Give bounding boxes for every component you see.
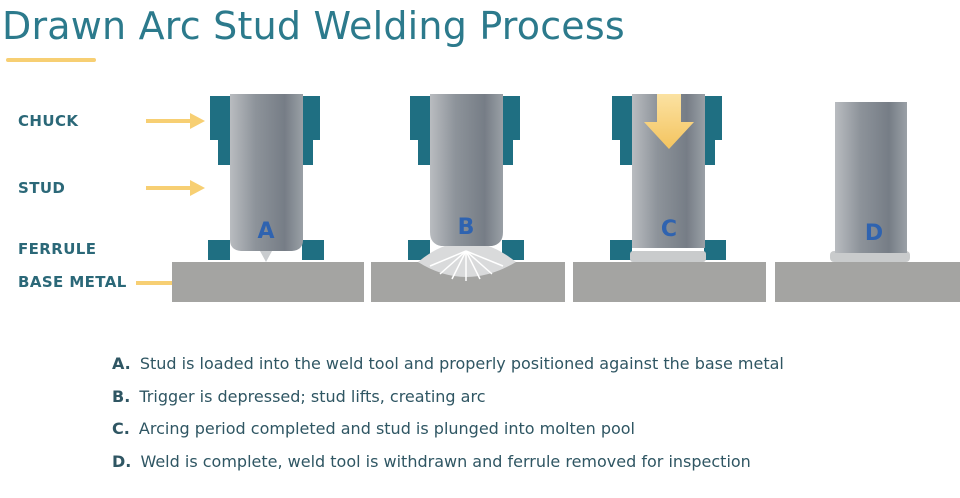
panel-b <box>408 94 524 281</box>
step-text: Weld is complete, weld tool is withdrawn… <box>140 451 751 471</box>
ferrule-c-left <box>610 240 632 260</box>
ferrule-a-left <box>208 240 230 260</box>
panel-letter-b: B <box>458 215 475 240</box>
title-underline <box>6 58 96 62</box>
stud-b <box>430 94 503 246</box>
ferrule-c-right <box>704 240 726 260</box>
panel-d <box>830 102 910 262</box>
chuck-a-right <box>302 96 320 165</box>
panel-letter-a: A <box>257 219 274 244</box>
ferrule-a-right <box>302 240 324 260</box>
pointer-arrow-chuck <box>146 113 205 129</box>
step-text: Stud is loaded into the weld tool and pr… <box>139 354 784 373</box>
stud-d <box>835 102 907 253</box>
base-metal-a <box>172 262 364 302</box>
ferrule-b-left <box>408 240 430 260</box>
chuck-a-left <box>210 96 230 165</box>
step-item: D. Weld is complete, weld tool is withdr… <box>112 450 784 483</box>
label-base-metal: BASE METAL <box>18 273 127 291</box>
step-text: Trigger is depressed; stud lifts, creati… <box>139 386 486 406</box>
label-chuck: CHUCK <box>18 112 79 130</box>
stud-a-tip <box>260 251 272 262</box>
weld-fillet-d <box>830 251 910 262</box>
chuck-c-right <box>704 96 722 165</box>
panel-c <box>610 94 726 262</box>
welding-diagram: A B C D <box>136 94 960 302</box>
stud-c <box>632 94 705 248</box>
chuck-b-right <box>502 96 520 165</box>
arc-b-rays <box>429 250 504 281</box>
panel-letter-c: C <box>661 217 677 242</box>
step-item: A. Stud is loaded into the weld tool and… <box>112 352 784 385</box>
weld-fillet-c <box>630 251 706 262</box>
label-stud: STUD <box>18 179 66 197</box>
step-list: A. Stud is loaded into the weld tool and… <box>112 352 784 482</box>
chuck-b-left <box>410 96 430 165</box>
base-metal-c <box>573 262 766 302</box>
step-text: Arcing period completed and stud is plun… <box>138 419 635 438</box>
base-metal-d <box>775 262 960 302</box>
step-letter: A. <box>112 354 131 373</box>
step-letter: B. <box>112 386 131 406</box>
step-item: C. Arcing period completed and stud is p… <box>112 417 784 450</box>
panel-a <box>208 94 324 262</box>
panel-letter-d: D <box>865 221 883 246</box>
step-item: B. Trigger is depressed; stud lifts, cre… <box>112 385 784 418</box>
stud-a <box>230 94 303 251</box>
step-letter: D. <box>112 451 132 471</box>
arc-b <box>418 242 516 277</box>
step-letter: C. <box>112 419 130 438</box>
ferrule-b-right <box>502 240 524 260</box>
page-title: Drawn Arc Stud Welding Process <box>2 4 625 48</box>
chuck-c-left <box>612 96 632 165</box>
down-arrow-icon <box>644 94 694 149</box>
label-ferrule: FERRULE <box>18 240 97 258</box>
pointer-arrow-stud <box>146 180 205 196</box>
